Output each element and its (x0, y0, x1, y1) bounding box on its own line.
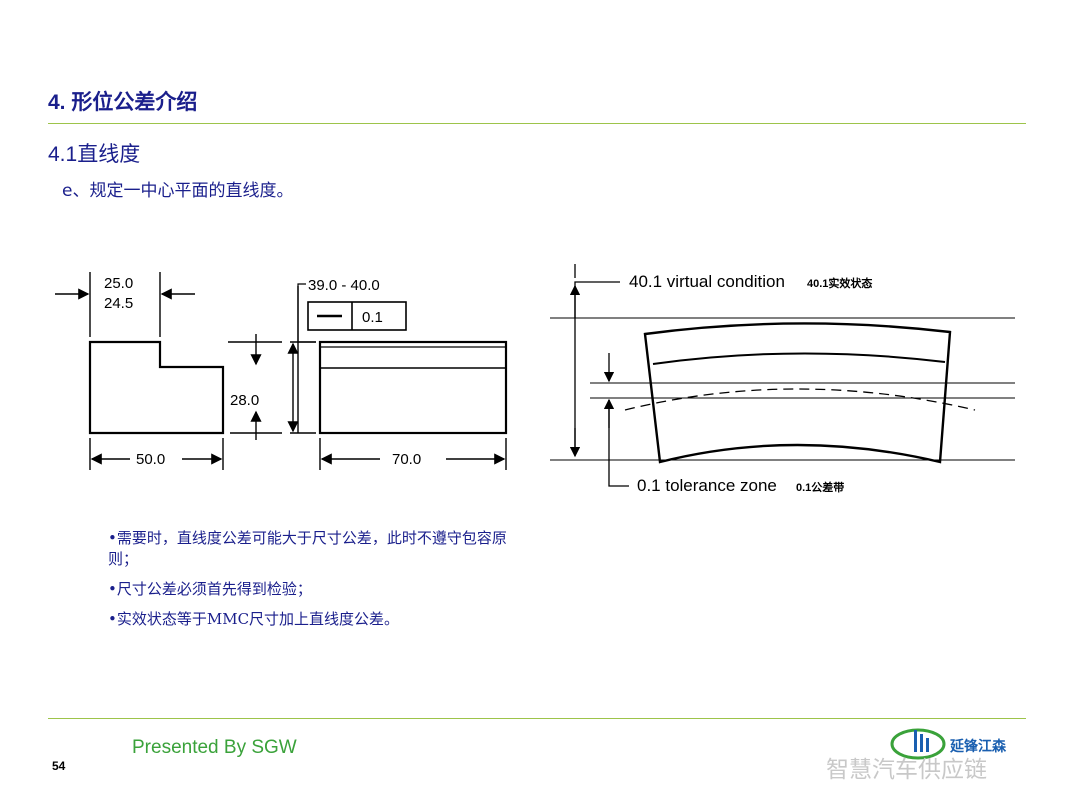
dim-width-lower: 24.5 (104, 295, 133, 312)
section-item: e、规定一中心平面的直线度。 (62, 181, 294, 201)
section-subtitle: 4.1直线度 (48, 143, 141, 166)
side-view-outline (318, 340, 508, 435)
dim-size-range: 39.0 - 40.0 (308, 277, 380, 294)
dim-height: 28.0 (230, 392, 259, 409)
dim-base-width: 50.0 (136, 451, 165, 468)
tolerance-zone-label: 0.1 tolerance zone (637, 476, 777, 495)
front-view-outline (88, 340, 225, 435)
presenter-text: Presented By SGW (132, 737, 297, 758)
bullet-item: •需要时，直线度公差可能大于尺寸公差，此时不遵守包容原则； (108, 529, 507, 568)
center-plane (624, 388, 976, 411)
company-logo-text: 延锋江森 (950, 739, 1006, 755)
tolerance-zone-cn: 0.1公差带 (796, 480, 844, 494)
bullet-item: •尺寸公差必须首先得到检验； (108, 580, 312, 598)
page-number: 54 (52, 759, 66, 773)
bullet-item: •实效状态等于MMC尺寸加上直线度公差。 (108, 610, 400, 628)
page-title: 4. 形位公差介绍 (48, 91, 198, 114)
straightness-drawing: 25.0 24.5 28.0 50.0 39.0 - 40.0 0.1 70.0 (55, 272, 508, 470)
dim-length: 70.0 (392, 451, 421, 468)
company-logo-icon (890, 728, 946, 760)
footer-divider (48, 718, 1026, 719)
bullet-list: •需要时，直线度公差可能大于尺寸公差，此时不遵守包容原则； •尺寸公差必须首先得… (108, 528, 508, 639)
virtual-condition-cn: 40.1实效状态 (807, 276, 872, 290)
feature-control-frame (307, 301, 407, 331)
dim-width-upper: 25.0 (104, 275, 133, 292)
tolerance-zone-diagram: 40.1 virtual condition 40.1实效状态 0.1 tole… (550, 264, 1015, 495)
watermark-text: 智慧汽车供应链 (826, 757, 987, 783)
curved-part (643, 322, 952, 464)
title-divider (48, 123, 1026, 124)
virtual-condition-label: 40.1 virtual condition (629, 272, 785, 291)
fcf-tolerance: 0.1 (362, 309, 383, 326)
